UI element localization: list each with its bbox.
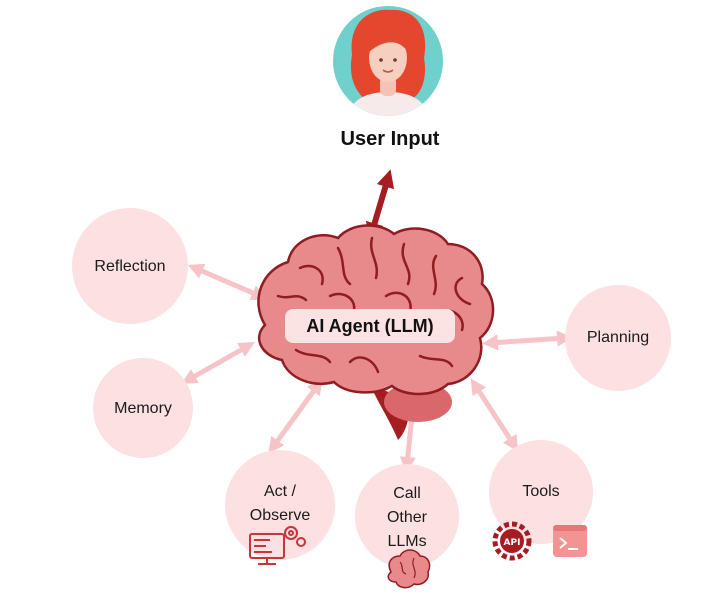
memory-label: Memory (114, 400, 172, 417)
call-llms-line3: LLMs (387, 533, 427, 550)
monitor-gear-icon (249, 526, 306, 565)
act-observe-circle (225, 450, 335, 560)
user-agent-arrow (365, 169, 395, 241)
call-llms-line1: Call (393, 485, 421, 502)
act-observe-line1: Act / (263, 483, 296, 500)
memory-circle (93, 358, 193, 458)
arrow-act-observe (268, 378, 323, 454)
agent-label: AI Agent (LLM) (285, 309, 455, 343)
user-input-label: User Input (340, 128, 440, 150)
call-llms-line2: Other (386, 509, 427, 526)
act-observe-line2: Observe (249, 507, 311, 524)
arrow-tools (470, 378, 519, 452)
user-avatar (333, 6, 443, 116)
small-brain-icon (387, 549, 431, 589)
tools-label: Tools (522, 483, 560, 500)
call-llms-label: Call Other LLMs (357, 482, 457, 554)
arrow-reflection (187, 263, 268, 301)
woman-avatar-icon (345, 9, 431, 116)
planning-label: Planning (586, 329, 650, 346)
reflection-circle (72, 208, 188, 324)
reflection-label: Reflection (94, 258, 166, 275)
node-circles (72, 208, 671, 568)
terminal-icon (553, 525, 587, 557)
planning-circle (565, 285, 671, 391)
api-gear-icon: API (492, 521, 532, 561)
call-llms-circle (355, 464, 459, 568)
act-observe-label: Act / Observe (225, 480, 335, 528)
tools-circle (489, 440, 593, 544)
svg-text:API: API (504, 538, 521, 548)
arrow-memory (181, 342, 255, 384)
arrow-planning (482, 330, 573, 351)
